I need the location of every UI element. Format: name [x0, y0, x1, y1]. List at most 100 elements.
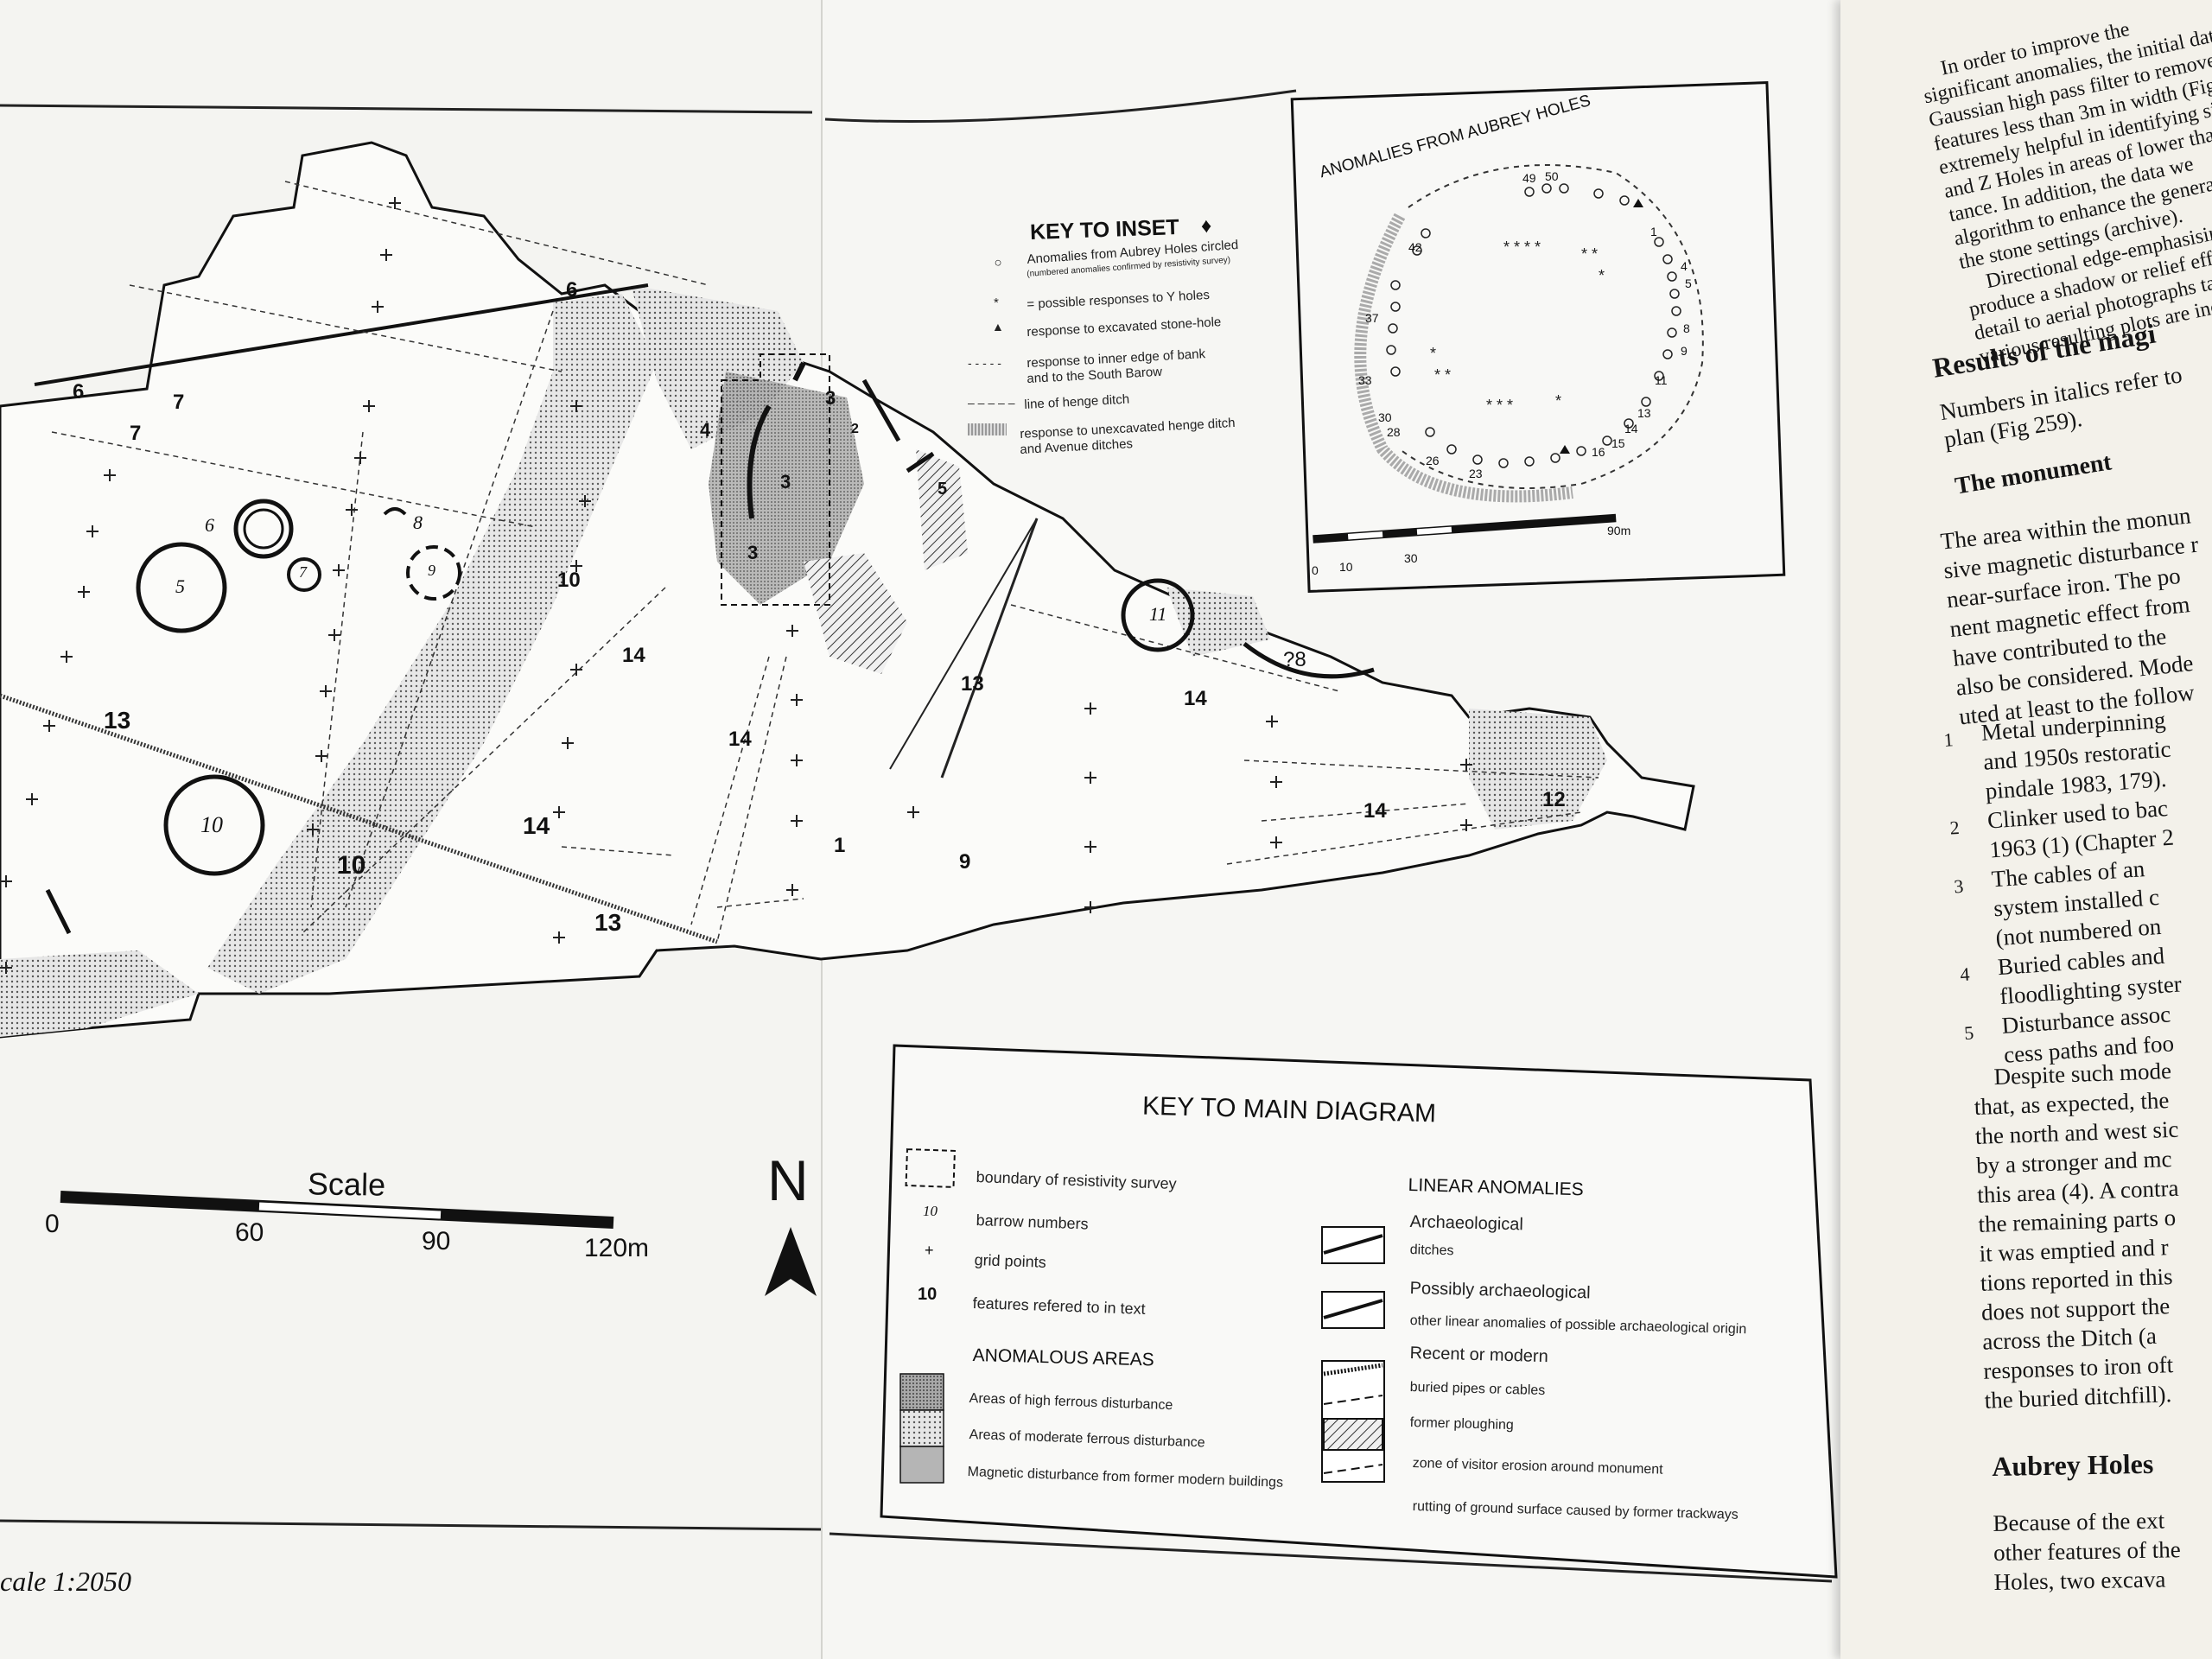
barrow-label-11: 11 — [1149, 603, 1167, 625]
linear-label-ditches: ditches — [1409, 1243, 1454, 1259]
north-arrow-icon — [765, 1227, 817, 1296]
barrow-label-5: 5 — [175, 575, 185, 597]
svg-text:* *: * * — [1434, 366, 1451, 384]
ditch-seg-2 — [861, 378, 901, 442]
inset-num-8: 8 — [1683, 321, 1690, 335]
page-rule-top-right — [824, 89, 1297, 124]
main-key-symbol-barrow: 10 — [923, 1203, 938, 1219]
inset-num-30: 30 — [1378, 410, 1392, 424]
map-label-3a: 3 — [780, 471, 791, 493]
svg-text:*: * — [1555, 392, 1561, 410]
map-label-13c: 13 — [961, 672, 984, 696]
inset-num-14: 14 — [1624, 422, 1638, 435]
text-page-content: In order to improve the significant anom… — [1905, 0, 2212, 1659]
inset-num-37: 37 — [1365, 311, 1379, 325]
inset-key-stipple-swatch — [968, 423, 1007, 435]
inset-y-holes: * * * ** ** ** ** * ** — [1430, 238, 1605, 414]
svg-text:* * *: * * * — [1486, 397, 1513, 414]
key-swatch-moderate — [899, 1409, 944, 1447]
list-num: 4 — [1959, 963, 1971, 986]
page-rule-top-left — [0, 104, 813, 114]
map-label-14b: 14 — [728, 728, 752, 751]
map-label-10a: 10 — [557, 569, 581, 592]
list-num: 2 — [1948, 816, 1961, 839]
inset-scale-90m: 90m — [1607, 524, 1631, 537]
barrow-circle-6 — [233, 499, 294, 559]
list-num: 3 — [1953, 874, 1965, 898]
barrow-label-8: 8 — [413, 512, 423, 533]
ditch-seg-sw — [45, 888, 72, 935]
inset-num-16: 16 — [1592, 445, 1605, 459]
grid-points — [0, 197, 1472, 974]
inset-num-15: 15 — [1611, 436, 1625, 450]
map-label-5: 5 — [938, 480, 948, 499]
visitor-erosion-zone-2 — [916, 449, 968, 570]
inset-num-23: 23 — [1469, 467, 1483, 480]
inset-num-9: 9 — [1681, 344, 1688, 358]
barrow-circle-10 — [163, 774, 265, 876]
main-key-label-grid: grid points — [974, 1251, 1047, 1271]
inset-num-13: 13 — [1637, 406, 1651, 420]
inset-scale-10: 10 — [1339, 560, 1353, 574]
north-label: N — [767, 1148, 809, 1212]
map-label-13a: 13 — [104, 707, 131, 734]
map-label-14d: 14 — [1184, 687, 1207, 710]
scale-caption: cale 1:2050 — [0, 1566, 131, 1597]
main-key-symbol-grid: + — [925, 1242, 934, 1259]
main-scale-bar — [60, 1191, 614, 1229]
inset-ditch-stipple — [1354, 213, 1573, 503]
map-label-9: 9 — [959, 850, 971, 874]
inset-num-11: 11 — [1655, 373, 1668, 387]
barrow-label-10: 10 — [200, 812, 223, 837]
pipe-line-13b — [940, 518, 1039, 779]
scale-label-60: 60 — [235, 1218, 264, 1247]
ditch-arc-4 — [747, 404, 772, 519]
page-rule-bottom-left — [0, 1519, 822, 1531]
text-page — [1840, 0, 2212, 1659]
barrow-label-6: 6 — [205, 514, 214, 536]
map-label-10b: 10 — [337, 851, 366, 880]
ditch-arc-8 — [1243, 642, 1375, 679]
inset-num-50: 50 — [1545, 169, 1559, 183]
key-linear-swatches — [1321, 1226, 1385, 1483]
anomaly-sw-area — [0, 950, 199, 1037]
aubrey-line: other features of the — [1993, 1536, 2181, 1566]
inset-num-5: 5 — [1685, 276, 1692, 290]
barrow-circle-5 — [136, 542, 227, 633]
barrow-label-7: 7 — [299, 563, 307, 581]
inset-key-dashed-icon: – – – – – — [968, 396, 1015, 410]
key-swatch-buildings — [899, 1446, 944, 1484]
inset-num-42: 42 — [1408, 240, 1422, 254]
ditch-seg-3 — [906, 451, 935, 474]
inset-scale-0: 0 — [1312, 563, 1319, 577]
linear-heading-archaeological: Archaeological — [1409, 1212, 1524, 1235]
inset-key-star-icon: * — [994, 296, 999, 310]
linear-label-ploughing: former ploughing — [1409, 1415, 1515, 1433]
svg-text:* * * *: * * * * — [1503, 238, 1541, 256]
map-label-1: 1 — [834, 834, 846, 857]
pipe-line-13c — [889, 518, 1038, 770]
heading-monument: The monument — [1953, 448, 2113, 500]
map-label-14e: 14 — [1363, 799, 1387, 823]
inset-scale-bar — [1313, 513, 1617, 543]
inset-stone-hole-triangle — [1633, 199, 1643, 207]
inset-scale-30: 30 — [1404, 551, 1418, 565]
inset-num-26: 26 — [1426, 454, 1440, 467]
scale-label-90: 90 — [422, 1227, 451, 1255]
anomaly-east-area — [1469, 709, 1607, 830]
scale-label-120m: 120m — [584, 1234, 650, 1262]
heading-aubrey: Aubrey Holes — [1991, 1447, 2154, 1482]
linear-heading-recent: Recent or modern — [1409, 1344, 1549, 1367]
aubrey-line: Because of the ext — [1993, 1507, 2165, 1536]
barrow-circle-11 — [1121, 578, 1195, 652]
map-label-3c: 3 — [825, 387, 836, 409]
inset-box — [1290, 81, 1786, 593]
svg-text:* *: * * — [1581, 245, 1598, 263]
map-label-2: 2 — [851, 422, 859, 436]
main-key-label-barrow: barrow numbers — [976, 1211, 1089, 1233]
map-label-12: 12 — [1542, 788, 1566, 811]
inset-key-title: KEY TO INSET — [1029, 214, 1180, 245]
key-swatch-resistivity — [905, 1147, 957, 1188]
inset-key-dashdot-icon: - - - - - — [968, 356, 1001, 370]
